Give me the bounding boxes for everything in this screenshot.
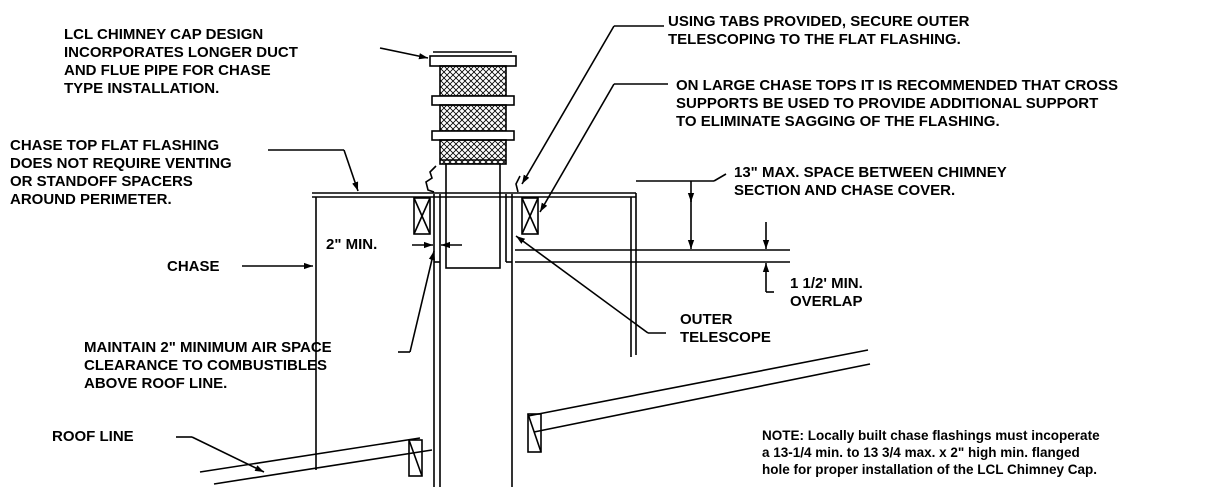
leader-lines bbox=[176, 25, 668, 473]
cross-supports-callout: ON LARGE CHASE TOPS IT IS RECOMMENDED TH… bbox=[676, 77, 1118, 130]
max-space-dimension bbox=[515, 173, 790, 251]
overlap-dimension bbox=[515, 222, 790, 293]
flat-flashing-callout: CHASE TOP FLAT FLASHING DOES NOT REQUIRE… bbox=[10, 137, 232, 208]
chase-label: CHASE bbox=[167, 258, 220, 275]
chase-top-flat-flashing bbox=[312, 192, 636, 198]
roof-line-label: ROOF LINE bbox=[52, 428, 134, 445]
max-space-callout: 13" MAX. SPACE BETWEEN CHIMNEY SECTION A… bbox=[734, 164, 1007, 199]
chimney-cap bbox=[425, 51, 521, 269]
roof-right bbox=[527, 349, 871, 453]
two-inch-min-label: 2" MIN. bbox=[326, 236, 378, 253]
outer-telescope bbox=[433, 194, 513, 487]
roof-left bbox=[199, 437, 433, 485]
air-space-callout: MAINTAIN 2" MINIMUM AIR SPACE CLEARANCE … bbox=[84, 339, 332, 392]
outer-telescope-label: OUTER TELESCOPE bbox=[680, 311, 771, 346]
cross-support-blocks bbox=[413, 197, 539, 235]
cap-design-callout: LCL CHIMNEY CAP DESIGN INCORPORATES LONG… bbox=[64, 26, 298, 97]
tabs-callout: USING TABS PROVIDED, SECURE OUTER TELESC… bbox=[668, 13, 970, 48]
chase-walls bbox=[315, 193, 637, 470]
overlap-label: 1 1/2' MIN. OVERLAP bbox=[790, 275, 863, 310]
installation-note: NOTE: Locally built chase flashings must… bbox=[762, 428, 1100, 477]
